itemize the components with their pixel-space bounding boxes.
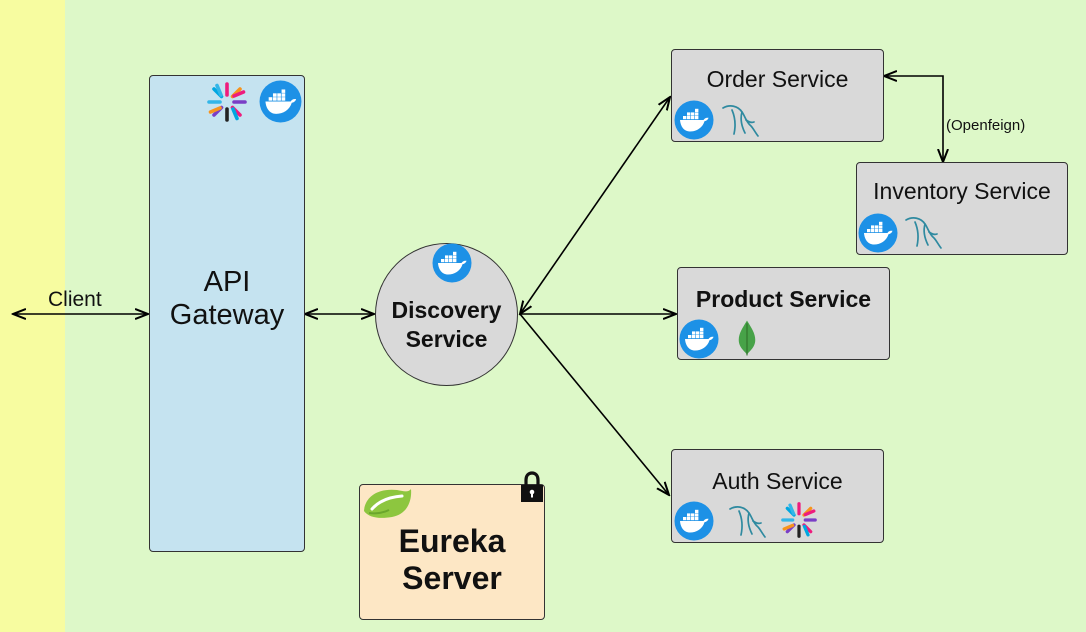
docker-icon (858, 213, 898, 253)
docker-icon (432, 243, 472, 283)
discovery-service-title: Discovery Service (391, 297, 502, 352)
order-service-title: Order Service (706, 66, 849, 92)
lock-icon (519, 470, 545, 504)
keycloak-icon (781, 502, 817, 538)
docker-icon (674, 100, 714, 140)
mysql-icon (903, 212, 943, 252)
order-inventory-arrow (884, 76, 943, 162)
discovery-order-arrow (520, 97, 670, 314)
spring-icon (361, 486, 413, 520)
api-gateway-title: API Gateway (169, 266, 285, 332)
inventory-service-title: Inventory Service (873, 178, 1051, 204)
docker-icon (674, 501, 714, 541)
mongodb-icon (736, 319, 758, 357)
auth-service-title: Auth Service (712, 468, 843, 494)
client-label: Client (48, 288, 102, 311)
mysql-icon (727, 501, 767, 541)
discovery-auth-arrow (519, 313, 669, 495)
docker-icon (679, 319, 719, 359)
eureka-server-title: Eureka Server (398, 523, 506, 596)
api-gateway[interactable]: API Gateway (149, 75, 305, 552)
openfeign-label: (Openfeign) (946, 117, 1026, 134)
keycloak-icon (207, 82, 247, 122)
product-service-title: Product Service (695, 286, 872, 312)
mysql-icon (720, 100, 760, 140)
docker-icon (259, 80, 302, 123)
